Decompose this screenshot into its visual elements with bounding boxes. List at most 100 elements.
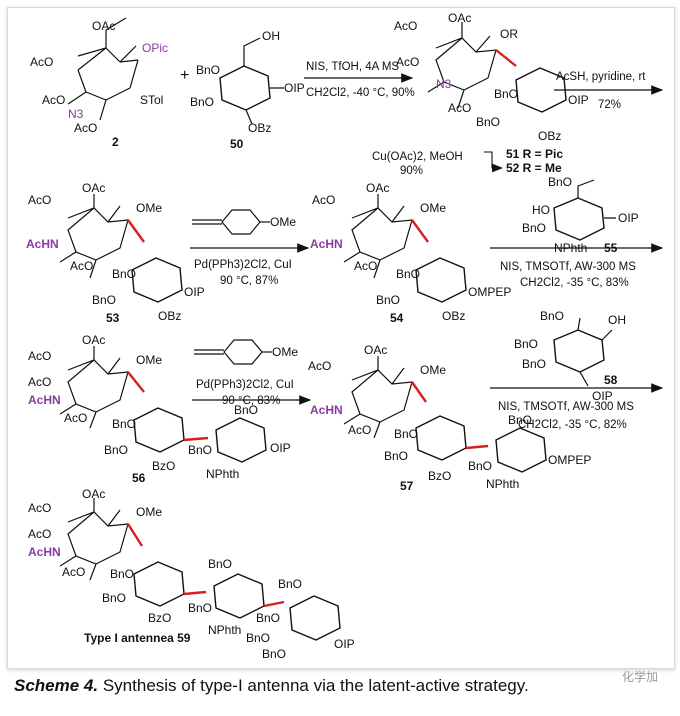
label: BnO — [376, 293, 400, 307]
label: OIP — [270, 441, 291, 455]
reagent-arylalkyne: OMe — [192, 209, 296, 235]
label: OMe — [420, 363, 446, 377]
label: BnO — [188, 443, 212, 457]
compound-number: 2 — [112, 135, 119, 149]
label: NPhth — [208, 623, 241, 637]
label: AcO — [28, 527, 51, 541]
label: BnO — [234, 403, 258, 417]
label: OPic — [142, 41, 168, 55]
label: BzO — [152, 459, 175, 473]
label: BnO — [262, 647, 286, 661]
compound-number: Type I antennea 59 — [84, 631, 191, 645]
compound-50: OH BnO BnO OIP OBz 50 — [190, 29, 305, 151]
label: BnO — [522, 221, 546, 235]
label: BnO — [190, 95, 214, 109]
condition-text: CH2Cl2, -35 °C, 83% — [520, 277, 629, 289]
label: OH — [262, 29, 280, 43]
label: OAc — [364, 343, 387, 357]
compound-56: AcO OAc OMe AcO AcHN AcO BnO BnO BzO BnO… — [28, 333, 291, 485]
label: BnO — [396, 267, 420, 281]
compound-57: AcO OAc OMe AcHN AcO BnO BnO BzO BnO BnO… — [308, 343, 591, 493]
label: AcO — [354, 259, 377, 273]
condition-text: CH2Cl2, -40 °C, 90% — [306, 87, 415, 99]
label: OAc — [82, 181, 105, 195]
label: NPhth — [486, 477, 519, 491]
label: OMe — [270, 215, 296, 229]
label: BnO — [110, 567, 134, 581]
label: OH — [608, 313, 626, 327]
label: BzO — [428, 469, 451, 483]
label: BnO — [112, 417, 136, 431]
label: AcO — [28, 349, 51, 363]
label: N3 — [68, 107, 84, 121]
caption-text: Synthesis of type-I antenna via the late… — [102, 676, 529, 695]
label: OBz — [442, 309, 465, 323]
label: AcHN — [26, 237, 59, 251]
label: AcO — [394, 19, 417, 33]
condition-text: NIS, TfOH, 4A MS — [306, 61, 399, 73]
condition-text: AcSH, pyridine, rt — [556, 71, 646, 83]
label: AcHN — [310, 403, 343, 417]
label: BnO — [278, 577, 302, 591]
label: OBz — [248, 121, 271, 135]
compound-number: 52 R = Me — [506, 161, 562, 175]
label: STol — [140, 93, 163, 107]
label: OBz — [158, 309, 181, 323]
label: OIP — [618, 211, 639, 225]
compound-number: 57 — [400, 479, 414, 493]
label: AcO — [74, 121, 97, 135]
caption-label: Scheme 4. — [14, 676, 99, 695]
compound-number: 50 — [230, 137, 244, 151]
label: NPhth — [206, 467, 239, 481]
label: AcO — [396, 55, 419, 69]
label: AcO — [70, 259, 93, 273]
label: OMe — [272, 345, 298, 359]
label: OIP — [592, 389, 613, 403]
condition-text: Pd(PPh3)2Cl2, CuI — [194, 259, 292, 271]
condition-text: 72% — [598, 99, 621, 111]
compound-number: 53 — [106, 311, 120, 325]
label: HO — [532, 203, 550, 217]
label: OMe — [420, 201, 446, 215]
label: BnO — [514, 337, 538, 351]
label: AcO — [28, 193, 51, 207]
label: AcO — [348, 423, 371, 437]
label: BzO — [148, 611, 171, 625]
label: OBz — [538, 129, 561, 143]
label: AcO — [64, 411, 87, 425]
label: OMe — [136, 201, 162, 215]
compound-number: 54 — [390, 311, 404, 325]
label: AcHN — [28, 393, 61, 407]
compound-number: 58 — [604, 373, 618, 387]
compound-55: BnO HO BnO OIP NPhth 55 — [522, 175, 639, 255]
label: AcO — [30, 55, 53, 69]
label: BnO — [92, 293, 116, 307]
condition-text: Pd(PPh3)2Cl2, CuI — [196, 379, 294, 391]
compound-51: AcO OAc OR AcO N3 AcO BnO BnO OIP OBz — [394, 11, 589, 143]
label: AcO — [448, 101, 471, 115]
label: BnO — [256, 611, 280, 625]
label: BnO — [540, 309, 564, 323]
figure-caption: Scheme 4. Synthesis of type-I antenna vi… — [14, 676, 654, 696]
label: BnO — [196, 63, 220, 77]
label: OIP — [184, 285, 205, 299]
label: OIP — [334, 637, 355, 651]
plus-sign: + — [180, 67, 189, 84]
label: AcHN — [28, 545, 61, 559]
label: BnO — [522, 357, 546, 371]
label: BnO — [476, 115, 500, 129]
label: BnO — [188, 601, 212, 615]
label: OIP — [284, 81, 305, 95]
label: OMe — [136, 353, 162, 367]
label: BnO — [104, 443, 128, 457]
label: N3 — [436, 77, 452, 91]
scheme-frame: AcO OAc OPic AcO N3 STol AcO 2 + OH BnO … — [7, 7, 675, 669]
label: BnO — [468, 459, 492, 473]
reagent-arylalkyne-2: OMe — [194, 339, 298, 365]
compound-number: 51 R = Pic — [506, 147, 563, 161]
condition-text: 90% — [400, 165, 423, 177]
compound-59: AcO OAc OMe AcO AcHN AcO BnO BnO BzO BnO… — [28, 487, 355, 661]
label: OMPEP — [548, 453, 591, 467]
label: OAc — [82, 487, 105, 501]
label: AcO — [312, 193, 335, 207]
